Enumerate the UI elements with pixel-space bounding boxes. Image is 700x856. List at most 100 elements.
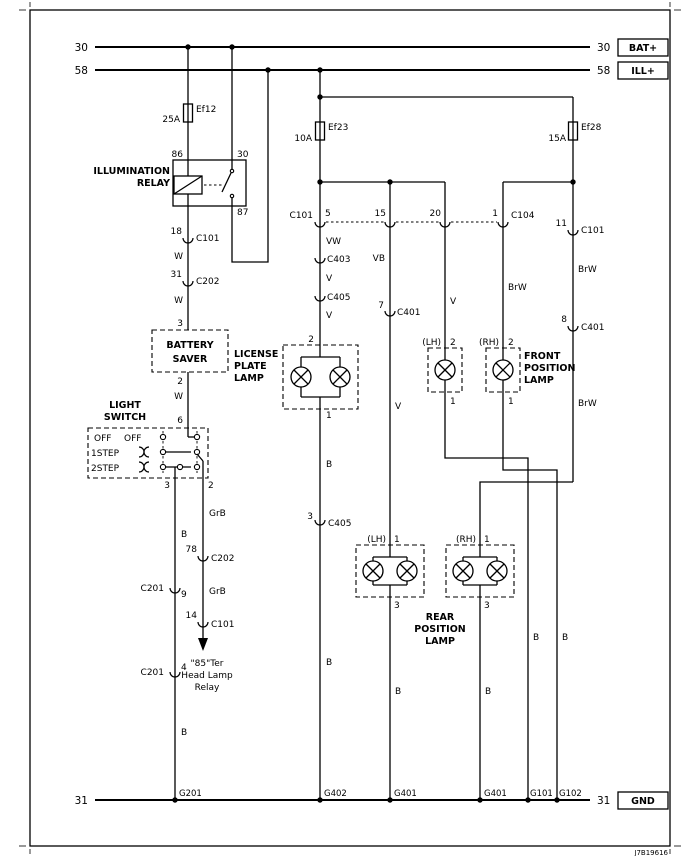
wire-color-b: B	[533, 633, 539, 643]
pin-3: 3	[484, 601, 490, 611]
wire-color-b: B	[395, 687, 401, 697]
pin-3: 3	[177, 319, 183, 329]
pin-6: 6	[177, 416, 183, 426]
wire-color-b: B	[562, 633, 568, 643]
wire-color-vb: VB	[373, 254, 385, 264]
headlamp-relay-chain: GrB 78 C202 GrB 14 C101 "85"Ter Head Lam…	[181, 509, 234, 693]
connector-c101-11	[567, 229, 579, 236]
connector-c201-label: C201	[141, 668, 164, 678]
connector-15	[384, 221, 396, 228]
pin-3: 3	[307, 512, 313, 522]
relay-name-line1: ILLUMINATION	[93, 166, 170, 177]
drawing-frame: J7B19616	[19, 2, 681, 856]
note-line3: Relay	[195, 683, 220, 693]
wire-front-rh-to-g102	[502, 392, 558, 800]
pin-5: 5	[325, 209, 331, 219]
connector-c101-14	[197, 621, 209, 628]
relay-pin-87: 87	[237, 208, 248, 218]
rear-position-lamp-lh	[355, 544, 425, 598]
front-position-lamp-lh	[427, 347, 463, 393]
ground-g102: G102	[559, 789, 582, 799]
svg-text:LAMP: LAMP	[524, 375, 554, 386]
pin-1: 1	[450, 397, 456, 407]
lamp-icon	[329, 366, 351, 388]
pin-31: 31	[171, 270, 182, 280]
drawing-code: J7B19616	[633, 849, 668, 856]
ground-g101: G101	[530, 789, 553, 799]
ground-g401: G401	[484, 789, 507, 799]
rear-position-lamp-rh	[445, 544, 515, 598]
connector-c401-label: C401	[581, 323, 604, 333]
connector-row: C101 5 15 20 1 C104 11 C101	[290, 209, 605, 236]
connector-c202-label: C202	[211, 554, 234, 564]
pin-2: 2	[508, 338, 514, 348]
switch-out-pin-2: 2	[208, 481, 214, 491]
pin-3: 3	[394, 601, 400, 611]
light-switch: LIGHT SWITCH OFF OFF 1STEP 2STEP 3 2	[87, 400, 214, 491]
pin-4: 4	[181, 663, 187, 673]
connector-c202-78	[197, 555, 209, 562]
pin-20: 20	[430, 209, 442, 219]
connector-c201-9	[169, 587, 181, 594]
ground-g401: G401	[394, 789, 417, 799]
wire-color-grb: GrB	[209, 587, 226, 597]
wire-color-v: V	[395, 402, 402, 412]
pin-2: 2	[450, 338, 456, 348]
lamp-icon	[486, 560, 508, 582]
pin-7: 7	[378, 301, 384, 311]
bus-31-right: 31	[597, 795, 610, 807]
connector-c405-label: C405	[328, 519, 351, 529]
pin-1: 1	[492, 209, 498, 219]
wire-color-brw: BrW	[508, 283, 527, 293]
license-plate-lamp-column: VW C403 V C405 V 2 LICENSE PLATE LAMP 1 …	[234, 237, 359, 799]
note-line1: "85"Ter	[191, 659, 224, 669]
connector-c101-5	[314, 221, 326, 228]
lamp-icon	[492, 359, 514, 381]
side-rh: (RH)	[479, 338, 499, 348]
wire-color-v: V	[326, 311, 333, 321]
illumination-relay: ILLUMINATION RELAY 86 30 87	[93, 150, 248, 218]
svg-text:FRONT: FRONT	[524, 351, 561, 362]
fuse-ef12-rating: 25A	[162, 115, 180, 125]
ground-g402: G402	[324, 789, 347, 799]
front-position-lamp-name: FRONT POSITION LAMP	[524, 351, 576, 386]
wire-rear-rh-feed	[479, 481, 573, 545]
gnd-tag-box	[617, 791, 669, 810]
svg-text:REAR: REAR	[426, 612, 455, 623]
bus-30-left: 30	[75, 42, 88, 54]
license-name3: LAMP	[234, 373, 264, 384]
lamp-icon	[290, 366, 312, 388]
fuse-ef12: Ef12 25A	[162, 103, 216, 125]
front-position-lamp-rh-column: BrW (RH) 2 1 B G102	[479, 283, 582, 799]
wiring-nets	[174, 47, 574, 800]
bus-31-left: 31	[75, 795, 88, 807]
connector-c401-7	[384, 310, 396, 317]
license-plate-lamp	[282, 344, 359, 410]
connector-c202-31	[182, 280, 194, 287]
side-lh: (LH)	[367, 535, 386, 545]
battery-saver: BATTERY SAVER 2 W 6	[151, 329, 229, 426]
wire-color-b: B	[326, 658, 332, 668]
lamp-icon	[434, 359, 456, 381]
front-position-lamp-rh	[485, 347, 521, 393]
connector-c101-label: C101	[581, 226, 604, 236]
side-lh: (LH)	[422, 338, 441, 348]
bat-tag-box	[617, 38, 669, 57]
connector-c403-label: C403	[327, 255, 350, 265]
connector-c101-18	[182, 237, 194, 244]
connector-c201-label: C201	[141, 584, 164, 594]
note-line2: Head Lamp	[181, 671, 233, 681]
bus-ill: 58 58 ILL+	[75, 61, 669, 80]
connector-c401-8	[567, 325, 579, 332]
pin-11: 11	[556, 219, 567, 229]
arrow-down-icon	[198, 638, 208, 651]
fuse-ef28-name: Ef28	[581, 123, 602, 133]
bus-30-right: 30	[597, 42, 610, 54]
connector-c405	[314, 295, 326, 302]
bat-tag: BAT+	[629, 43, 657, 54]
right-feed-chain: BrW 8 C401 BrW	[561, 265, 604, 409]
pin-2: 2	[177, 377, 183, 387]
pin-15: 15	[375, 209, 386, 219]
relay-pin-30: 30	[237, 150, 249, 160]
